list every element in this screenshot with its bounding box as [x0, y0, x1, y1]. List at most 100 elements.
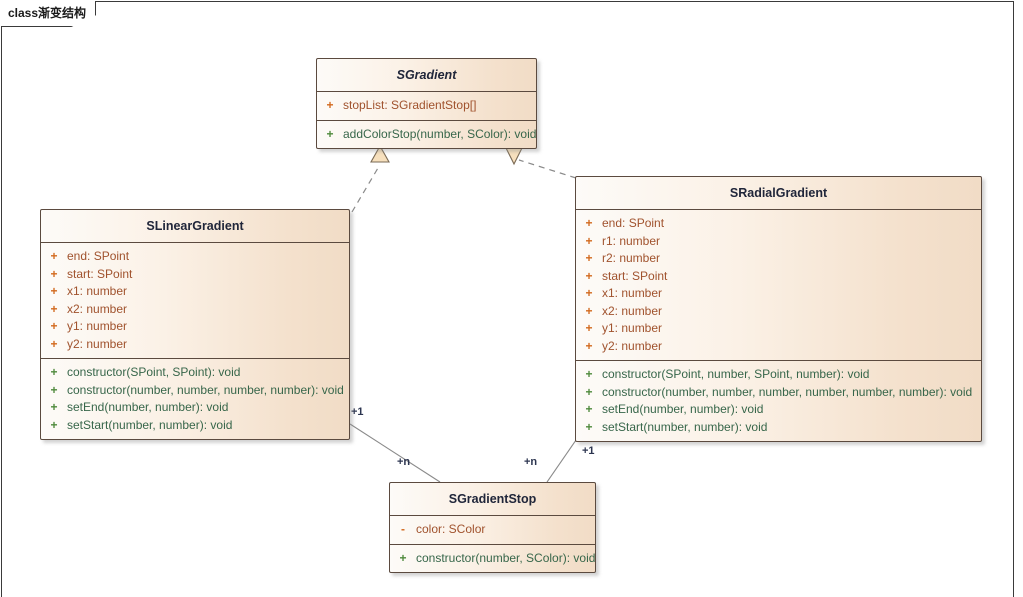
attribute-label: y1: number	[67, 319, 128, 333]
method-label: addColorStop(number, SColor): void	[343, 126, 537, 141]
methods-section-sradialgradient: + constructor(SPoint, number, SPoint, nu…	[576, 360, 981, 441]
visibility-marker: +	[50, 382, 58, 397]
attribute-row: - color: SColor	[390, 521, 595, 539]
visibility-marker: -	[401, 522, 405, 536]
visibility-marker: +	[585, 303, 593, 318]
class-title-sgradient: SGradient	[317, 59, 536, 92]
method-label: setStart(number, number): void	[602, 419, 768, 434]
visibility-marker: +	[50, 417, 58, 432]
class-box-sgradient[interactable]: SGradient + stopList: SGradientStop[] + …	[316, 58, 537, 149]
attribute-label: y2: number	[67, 336, 128, 351]
attribute-label: end: SPoint	[67, 249, 130, 263]
method-row: + constructor(number, number, number, nu…	[41, 382, 349, 400]
methods-section-sgradientstop: + constructor(number, SColor): void	[390, 543, 595, 573]
class-box-sgradientstop[interactable]: SGradientStop - color: SColor + construc…	[389, 482, 596, 573]
methods-section-sgradient: + addColorStop(number, SColor): void	[317, 119, 536, 149]
attribute-row: + x2: number	[576, 303, 981, 321]
attribute-label: r2: number	[602, 251, 661, 265]
attribute-row: + x1: number	[576, 285, 981, 303]
visibility-marker: +	[50, 301, 58, 316]
method-row: + setEnd(number, number): void	[576, 401, 981, 419]
method-row: + setEnd(number, number): void	[41, 399, 349, 417]
method-row: + addColorStop(number, SColor): void	[317, 126, 536, 144]
visibility-marker: +	[585, 419, 593, 434]
class-title-sgradientstop: SGradientStop	[390, 483, 595, 516]
attribute-label: stopList: SGradientStop[]	[343, 98, 477, 112]
attribute-row: + x1: number	[41, 283, 349, 301]
attribute-row: + r1: number	[576, 233, 981, 251]
attribute-label: y2: number	[602, 338, 663, 353]
visibility-marker: +	[585, 286, 593, 300]
method-label: setStart(number, number): void	[67, 417, 233, 432]
attribute-label: r1: number	[602, 233, 661, 248]
attribute-label: y1: number	[602, 321, 663, 335]
method-label: constructor(number, number, number, numb…	[67, 382, 344, 397]
attribute-row: + start: SPoint	[41, 266, 349, 284]
visibility-marker: +	[585, 321, 593, 335]
attribute-row: + y2: number	[41, 336, 349, 354]
method-label: constructor(number, SColor): void	[416, 550, 596, 565]
method-row: + constructor(number, number, number, nu…	[576, 384, 981, 402]
method-row: + constructor(SPoint, SPoint): void	[41, 364, 349, 382]
method-row: + setStart(number, number): void	[41, 417, 349, 435]
methods-section-slineargradient: + constructor(SPoint, SPoint): void + co…	[41, 358, 349, 439]
attribute-label: color: SColor	[416, 522, 486, 536]
visibility-marker: +	[326, 126, 334, 141]
attribute-label: end: SPoint	[602, 216, 665, 230]
method-label: setEnd(number, number): void	[602, 402, 764, 416]
class-title-slineargradient: SLinearGradient	[41, 210, 349, 243]
multiplicity-linear-one: +1	[351, 406, 364, 418]
attribute-row: + stopList: SGradientStop[]	[317, 97, 536, 115]
attribute-row: + end: SPoint	[41, 248, 349, 266]
attributes-section-sgradient: + stopList: SGradientStop[]	[317, 92, 536, 120]
method-label: constructor(SPoint, SPoint): void	[67, 365, 241, 379]
attributes-section-slineargradient: + end: SPoint + start: SPoint + x1: numb…	[41, 243, 349, 358]
visibility-marker: +	[326, 98, 334, 112]
multiplicity-radial-one: +1	[582, 445, 595, 457]
attribute-label: start: SPoint	[67, 266, 133, 281]
method-row: + setStart(number, number): void	[576, 419, 981, 437]
attribute-row: + end: SPoint	[576, 215, 981, 233]
attribute-row: + start: SPoint	[576, 268, 981, 286]
class-box-sradialgradient[interactable]: SRadialGradient + end: SPoint + r1: numb…	[575, 176, 982, 442]
attribute-row: + r2: number	[576, 250, 981, 268]
multiplicity-linear-many: +n	[397, 456, 411, 468]
visibility-marker: +	[585, 251, 593, 265]
attribute-label: start: SPoint	[602, 268, 668, 283]
visibility-marker: +	[585, 384, 593, 399]
visibility-marker: +	[50, 336, 58, 351]
method-row: + constructor(SPoint, number, SPoint, nu…	[576, 366, 981, 384]
attribute-label: x2: number	[67, 301, 128, 316]
attribute-label: x1: number	[602, 286, 663, 300]
multiplicity-radial-many: +n	[524, 456, 538, 468]
class-box-slineargradient[interactable]: SLinearGradient + end: SPoint + start: S…	[40, 209, 350, 440]
visibility-marker: +	[585, 402, 593, 416]
visibility-marker: +	[585, 233, 593, 248]
attribute-row: + x2: number	[41, 301, 349, 319]
attribute-row: + y1: number	[41, 318, 349, 336]
visibility-marker: +	[585, 216, 593, 230]
method-label: constructor(SPoint, number, SPoint, numb…	[602, 367, 870, 381]
visibility-marker: +	[50, 319, 58, 333]
attribute-row: + y2: number	[576, 338, 981, 356]
visibility-marker: +	[585, 367, 593, 381]
method-label: constructor(number, number, number, numb…	[602, 384, 973, 399]
method-row: + constructor(number, SColor): void	[390, 550, 595, 568]
visibility-marker: +	[50, 284, 58, 298]
method-label: setEnd(number, number): void	[67, 400, 229, 414]
class-title-sradialgradient: SRadialGradient	[576, 177, 981, 210]
visibility-marker: +	[50, 365, 58, 379]
diagram-title-label: class渐变结构	[8, 6, 87, 20]
visibility-marker: +	[50, 266, 58, 281]
attribute-row: + y1: number	[576, 320, 981, 338]
visibility-marker: +	[50, 249, 58, 263]
visibility-marker: +	[50, 400, 58, 414]
attributes-section-sradialgradient: + end: SPoint + r1: number + r2: number …	[576, 210, 981, 360]
visibility-marker: +	[585, 268, 593, 283]
visibility-marker: +	[399, 550, 407, 565]
attributes-section-sgradientstop: - color: SColor	[390, 516, 595, 544]
diagram-frame-tab	[1, 1, 96, 27]
attribute-label: x2: number	[602, 303, 663, 318]
